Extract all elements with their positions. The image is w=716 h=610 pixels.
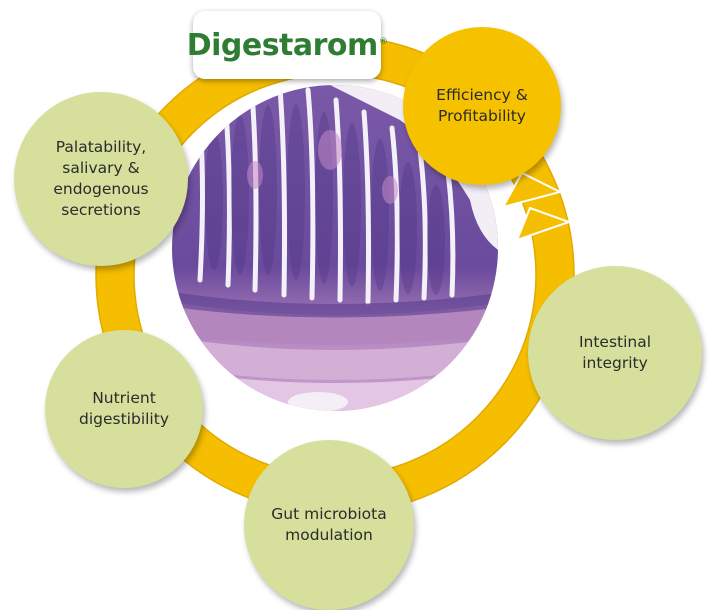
node-palatability-secretions: Palatability, salivary & endogenous secr… — [14, 92, 188, 266]
node-label: Nutrient digestibility — [79, 389, 169, 428]
node-label: Efficiency & Profitability — [436, 86, 528, 125]
node-intestinal-integrity: Intestinal integrity — [528, 266, 702, 440]
node-label: Gut microbiota modulation — [271, 505, 387, 544]
node-efficiency-profitability: Efficiency & Profitability — [403, 27, 561, 185]
brand-name: Digestarom — [186, 27, 379, 63]
node-nutrient-digestibility: Nutrient digestibility — [45, 330, 203, 488]
arrow-tip-upper — [500, 171, 563, 209]
node-gut-microbiota-modulation: Gut microbiota modulation — [244, 440, 414, 610]
histology-image — [172, 85, 498, 411]
node-label: Intestinal integrity — [578, 333, 652, 372]
node-label: Palatability, salivary & endogenous secr… — [53, 138, 149, 219]
arrow-tip-lower — [515, 206, 573, 242]
brand-logo-text: Digestarom® — [187, 28, 388, 63]
registered-mark: ® — [378, 36, 388, 47]
brand-logo: Digestarom® — [187, 11, 388, 79]
